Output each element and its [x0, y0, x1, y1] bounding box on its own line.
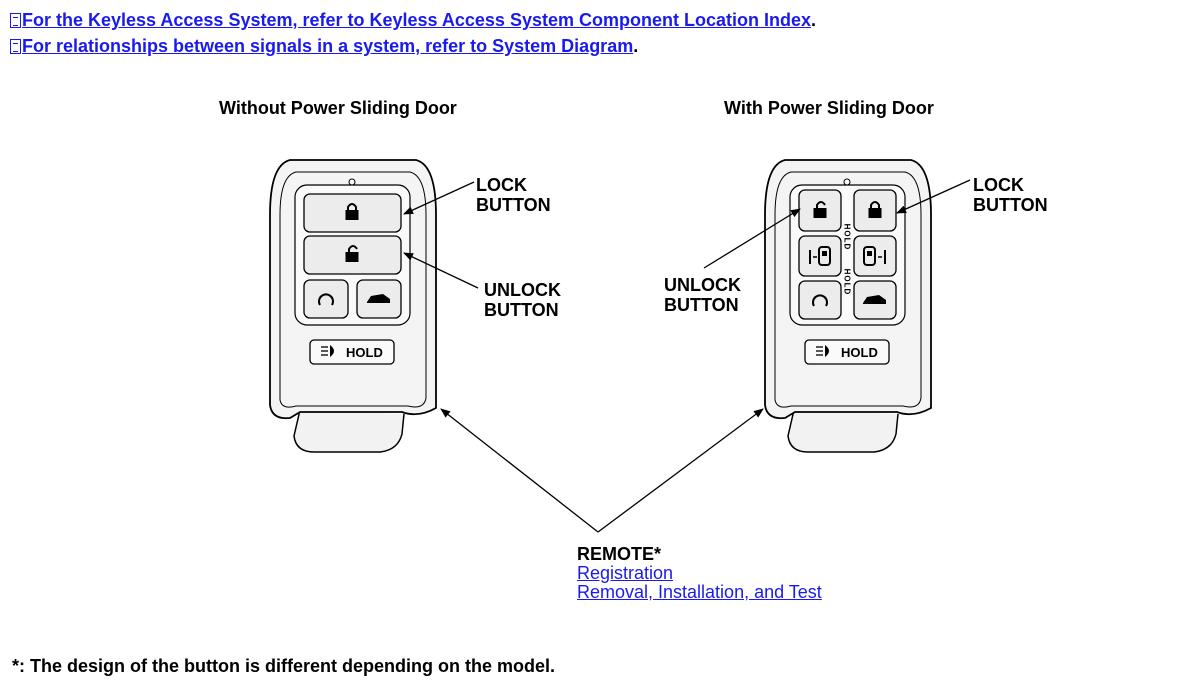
reference-line-component-location: For the Keyless Access System, refer to …	[10, 9, 816, 31]
panic-icon	[812, 294, 828, 307]
lock-closed-icon	[345, 203, 359, 220]
ref-doc-icon	[10, 13, 21, 28]
tailgate-icon	[863, 295, 886, 304]
sliding-door-right-icon	[863, 246, 886, 266]
panic-button[interactable]	[798, 280, 842, 320]
side-hold-text-upper: HOLD	[843, 224, 852, 251]
lock-open-icon	[813, 201, 827, 218]
side-hold-text-lower: HOLD	[843, 269, 852, 296]
fob-without-power-sliding-door: HOLD	[269, 159, 437, 453]
reference-line-system-diagram: For relationships between signals in a s…	[10, 35, 638, 57]
registration-link[interactable]: Registration	[577, 563, 674, 583]
panic-icon	[318, 293, 334, 306]
left-lock-leader	[403, 181, 475, 215]
leader-lines	[403, 179, 971, 533]
right-lock-leader	[896, 179, 971, 214]
ref-doc-icon	[10, 39, 21, 54]
lock-closed-icon	[868, 201, 882, 218]
lock-open-icon	[345, 245, 359, 262]
remote-title: REMOTE*	[577, 544, 662, 564]
remote-callout: REMOTE* Registration Removal, Installati…	[577, 545, 822, 602]
headlight-icon	[321, 345, 334, 357]
heading-without-power-sliding-door: Without Power Sliding Door	[219, 98, 457, 118]
headlight-icon	[816, 345, 829, 357]
heading-with-power-sliding-door: With Power Sliding Door	[724, 98, 934, 118]
hold-label: HOLD	[346, 345, 383, 360]
footnote: *: The design of the button is different…	[12, 656, 555, 676]
removal-installation-test-link[interactable]: Removal, Installation, and Test	[577, 582, 822, 602]
panic-button[interactable]	[303, 279, 349, 319]
tailgate-icon	[367, 294, 390, 303]
hold-label: HOLD	[841, 345, 878, 360]
sliding-door-left-icon	[809, 246, 831, 266]
remote-leader-right	[597, 408, 764, 533]
left-unlock-leader	[403, 252, 479, 289]
remote-leader-left	[440, 408, 599, 533]
component-location-link[interactable]: For the Keyless Access System, refer to …	[22, 10, 811, 30]
right-unlock-leader	[703, 208, 801, 269]
fob-with-power-sliding-door: HOLD HOLD HOLD	[764, 159, 932, 453]
system-diagram-link[interactable]: For relationships between signals in a s…	[22, 36, 634, 56]
